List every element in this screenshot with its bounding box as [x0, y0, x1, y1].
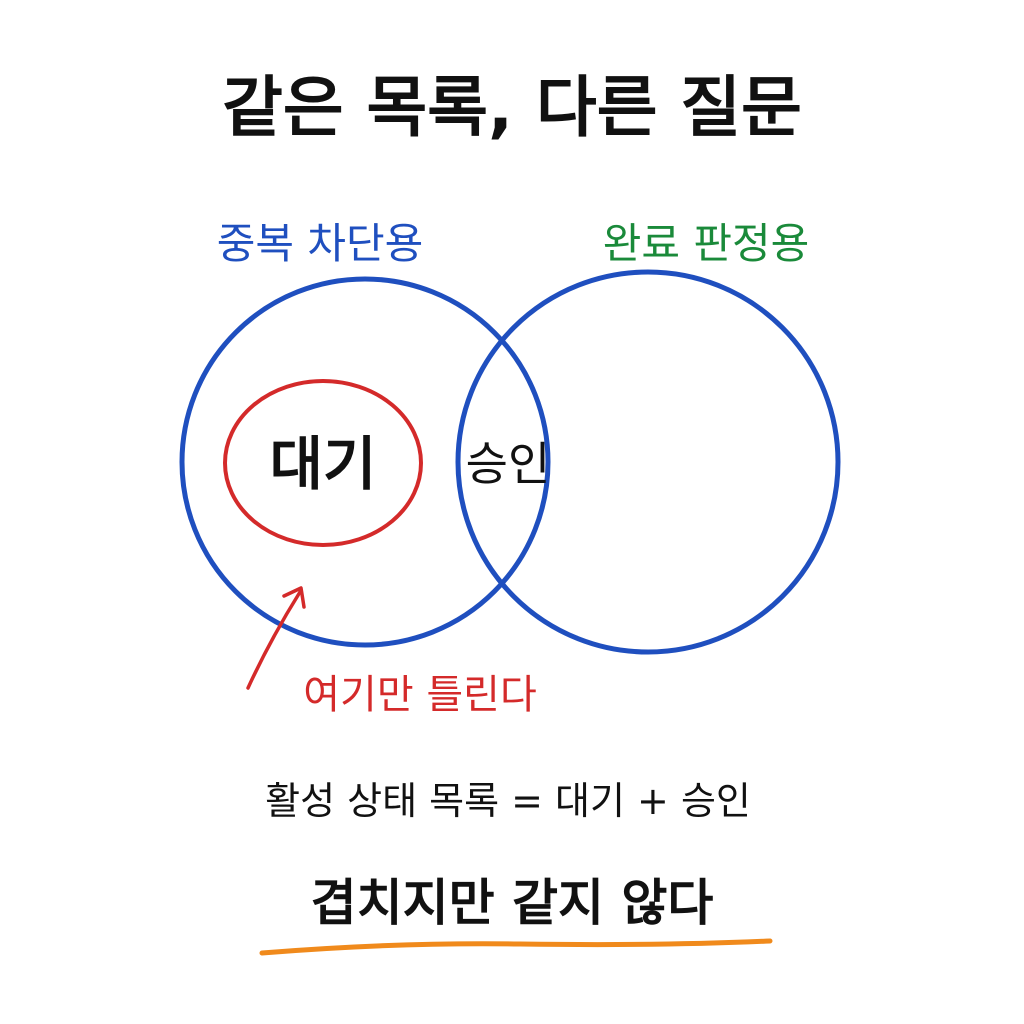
- annotation-arrow: [246, 586, 306, 690]
- diagram-title: 같은 목록, 다른 질문: [222, 69, 802, 146]
- left-set-circle: [179, 276, 551, 648]
- conclusion-underline: [259, 938, 773, 956]
- conclusion-text: 겹치지만 같지 않다: [311, 874, 714, 932]
- pending-region-ellipse: [223, 379, 423, 547]
- left-set-label: 중복 차단용: [217, 219, 424, 268]
- pending-region-label: 대기: [270, 430, 377, 498]
- formula-text: 활성 상태 목록 = 대기 + 승인: [265, 779, 751, 823]
- right-set-label: 완료 판정용: [603, 219, 810, 268]
- approved-region-label: 승인: [466, 437, 551, 491]
- annotation-text: 여기만 틀린다: [303, 672, 537, 718]
- right-set-circle: [455, 269, 841, 655]
